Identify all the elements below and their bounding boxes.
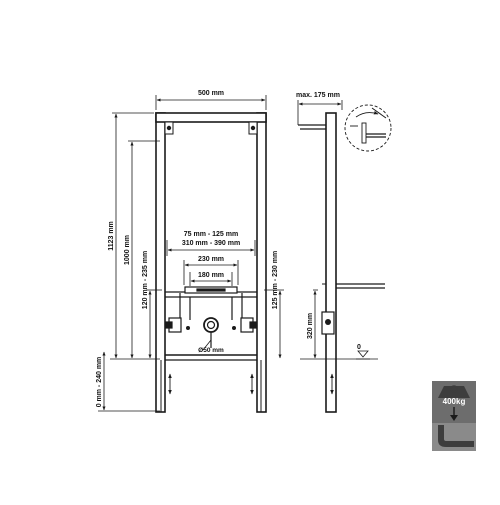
angle-detail-icon: [344, 104, 392, 152]
dim-height-frame: 1000 mm: [124, 235, 131, 265]
dim-width-230: 230 mm: [198, 256, 224, 263]
dim-width-top: 500 mm: [198, 90, 224, 97]
mounting-holes: [166, 125, 256, 131]
foot-adjust-arrows: [168, 373, 254, 395]
load-capacity-badge: 400kg: [432, 381, 476, 451]
dim-drain-diameter: Ø50 mm: [198, 347, 224, 354]
dimension-lines: [98, 95, 284, 412]
dim-range-b: 310 mm - 390 mm: [182, 240, 240, 247]
dim-range-feet: 0 mm - 240 mm: [96, 357, 103, 408]
floor-level-label: 0: [357, 344, 361, 351]
dimension-labels: 500 mm max. 175 mm 75 mm - 125 mm 310 mm…: [96, 90, 361, 407]
load-weight-label: 400kg: [443, 397, 466, 406]
dim-max-depth: max. 175 mm: [296, 92, 340, 99]
dim-height-total: 1123 mm: [108, 221, 115, 251]
dim-height-side: 320 mm: [307, 313, 314, 339]
bidet-fittings: [165, 286, 257, 348]
dim-range-a: 75 mm - 125 mm: [184, 231, 238, 238]
dim-range-drain-height: 125 mm - 230 mm: [272, 251, 279, 309]
side-view-frame: [297, 100, 385, 413]
dim-width-180: 180 mm: [198, 272, 224, 279]
dim-range-fixing-left: 120 mm - 235 mm: [142, 251, 149, 309]
